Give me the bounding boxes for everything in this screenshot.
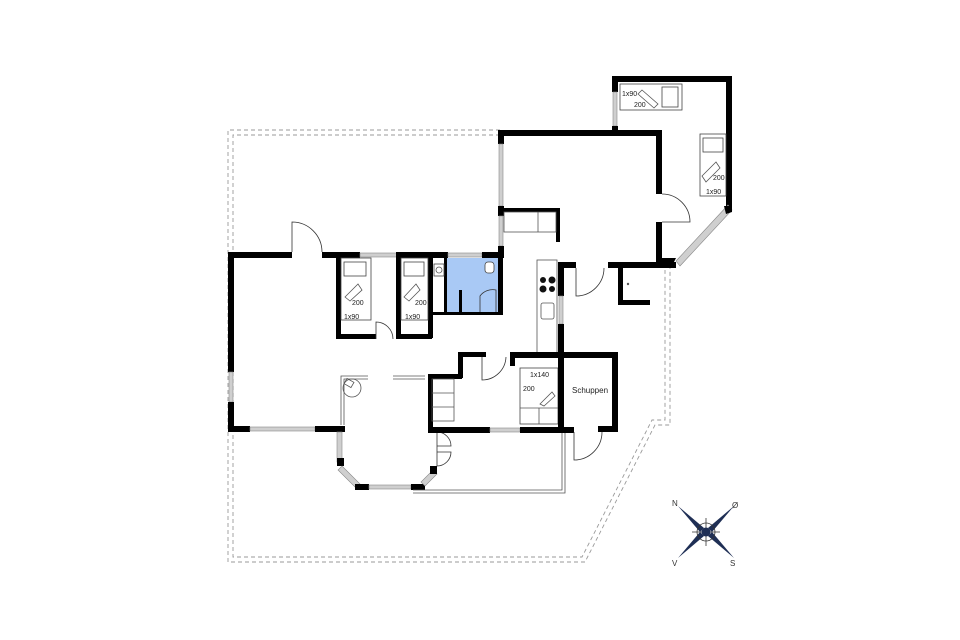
shed: Schuppen <box>558 352 618 461</box>
bed-length-label: 200 <box>415 300 427 307</box>
bed-width-label: 1x90 <box>344 314 359 321</box>
terrace-outline <box>227 129 671 563</box>
bed-width-label: 1x90 <box>622 91 637 98</box>
compass-icon: N Ø V S <box>672 499 738 568</box>
hall-partitions <box>340 375 425 425</box>
bathroom <box>432 252 504 315</box>
compass-south-label: S <box>730 559 735 568</box>
shed-label: Schuppen <box>572 386 608 395</box>
bed-length-label: 200 <box>634 102 646 109</box>
bed-length-label: 200 <box>352 300 364 307</box>
bed-width-label: 1x90 <box>405 314 420 321</box>
compass-west-label: V <box>672 559 678 568</box>
bedroom-2: 200 1x90 <box>396 252 433 339</box>
kitchen <box>536 259 676 370</box>
bedroom-ne: 1x90 200 200 1x90 <box>612 76 733 267</box>
compass-rose: N Ø V S <box>666 494 746 570</box>
bed-length-label: 200 <box>713 175 725 182</box>
bed-width-label: 1x90 <box>706 189 721 196</box>
bed-width-label: 1x140 <box>530 372 549 379</box>
bed-length-label: 200 <box>523 386 535 393</box>
compass-north-label: N <box>672 499 678 508</box>
bedroom-1: 200 1x90 <box>336 252 401 340</box>
bedroom-3: 1x140 200 <box>428 352 574 433</box>
upper-room <box>498 130 691 264</box>
bay-window <box>336 431 566 494</box>
compass-east-label: Ø <box>732 501 738 510</box>
